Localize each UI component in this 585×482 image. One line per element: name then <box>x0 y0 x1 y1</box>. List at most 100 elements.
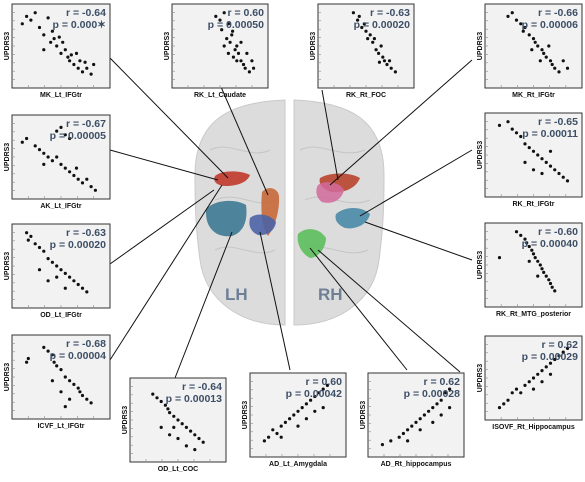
data-point <box>59 390 63 394</box>
data-point <box>533 256 537 260</box>
data-point <box>226 51 230 56</box>
data-point <box>531 252 536 256</box>
data-point <box>74 51 79 56</box>
data-point <box>382 59 387 63</box>
data-point <box>80 286 85 290</box>
data-point <box>531 376 536 380</box>
data-point <box>296 409 300 413</box>
data-point <box>166 407 170 411</box>
data-point <box>37 148 42 152</box>
data-point <box>550 285 554 289</box>
data-point <box>519 134 523 139</box>
r-value: r = -0.66 <box>538 7 578 19</box>
data-point <box>33 242 37 246</box>
data-point <box>550 62 554 67</box>
data-point <box>523 237 527 241</box>
data-point <box>313 394 317 399</box>
data-point <box>527 33 531 37</box>
data-point <box>317 391 321 395</box>
p-value: p = 0.00029 <box>522 351 578 363</box>
panel-title: AD_Rt_hippocampus <box>381 461 452 468</box>
data-point <box>366 37 370 41</box>
data-point <box>226 22 230 26</box>
data-point <box>46 257 50 261</box>
data-point <box>523 25 527 30</box>
data-point <box>530 48 534 52</box>
panel-title: AD_Lt_Amygdala <box>269 461 327 468</box>
data-point <box>381 55 385 59</box>
y-axis-label: UPDRS3 <box>477 364 484 393</box>
data-point <box>63 166 67 170</box>
data-point <box>557 171 561 176</box>
p-value: p = 0.00020 <box>50 239 106 251</box>
data-point <box>548 164 553 168</box>
data-point <box>197 436 201 441</box>
data-point <box>50 29 55 33</box>
data-point <box>514 230 519 234</box>
data-point <box>201 440 205 444</box>
data-point <box>80 70 85 74</box>
data-point <box>448 387 452 391</box>
data-point <box>25 136 29 141</box>
data-point <box>52 37 56 41</box>
data-point <box>231 55 236 59</box>
data-point <box>222 11 226 15</box>
data-point <box>89 185 93 189</box>
data-point <box>401 431 405 436</box>
data-point <box>553 168 557 172</box>
data-point <box>544 274 548 278</box>
y-axis-label: UPDRS3 <box>360 401 367 430</box>
data-point <box>50 260 55 264</box>
panel-title: MK_Lt_IFGtr <box>40 92 82 99</box>
data-point <box>37 245 42 250</box>
y-axis-label: UPDRS3 <box>477 141 484 170</box>
data-point <box>443 391 447 395</box>
data-point <box>523 160 527 164</box>
data-point <box>377 60 382 64</box>
data-point <box>540 380 544 384</box>
p-value: p = 0.00004 <box>50 350 106 362</box>
data-point <box>548 149 553 153</box>
data-point <box>540 48 544 52</box>
data-point <box>379 44 383 48</box>
data-point <box>527 146 531 150</box>
data-point <box>159 425 163 429</box>
data-point <box>63 133 67 137</box>
data-point <box>544 365 548 369</box>
data-point <box>250 59 254 63</box>
data-point <box>497 123 502 127</box>
data-point <box>356 18 360 22</box>
data-point <box>506 120 510 124</box>
data-point <box>68 379 72 383</box>
connector-od-lt-ifgtr <box>109 189 215 265</box>
data-point <box>553 357 557 362</box>
data-point <box>184 425 188 429</box>
data-point <box>506 14 510 18</box>
plot-frame <box>317 3 415 89</box>
data-point <box>557 70 561 74</box>
data-point <box>397 435 401 439</box>
data-point <box>393 70 397 74</box>
data-point <box>300 406 304 410</box>
connector-lines <box>109 57 473 379</box>
data-point <box>538 263 542 267</box>
data-point <box>540 267 544 271</box>
data-point <box>283 420 287 424</box>
data-point <box>74 166 79 170</box>
connector-isovf-rt-hippocampus <box>317 249 461 373</box>
data-point <box>63 286 67 290</box>
connector-rk-rt-mtg-posterior <box>364 221 473 261</box>
data-point <box>288 417 292 421</box>
data-point <box>510 127 514 131</box>
y-axis-label: UPDRS3 <box>477 32 484 61</box>
data-point <box>514 131 519 135</box>
data-point <box>325 383 329 387</box>
data-point <box>538 59 542 63</box>
data-point <box>233 48 237 52</box>
